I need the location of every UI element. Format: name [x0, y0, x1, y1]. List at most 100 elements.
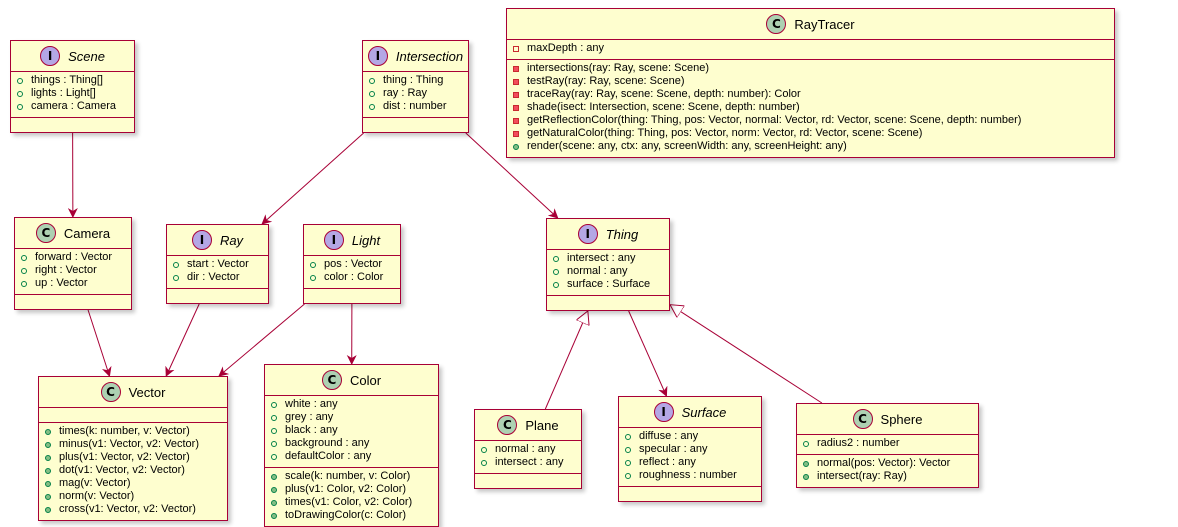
public-visibility-icon: [21, 268, 31, 274]
public-visibility-icon: [369, 78, 379, 84]
method-row: render(scene: any, ctx: any, screenWidth…: [513, 140, 1108, 153]
field-signature: dist : number: [383, 100, 447, 113]
field-row: surface : Surface: [553, 278, 663, 291]
camera-name: Camera: [64, 226, 110, 241]
field-signature: surface : Surface: [567, 278, 650, 291]
method-row: getNaturalColor(thing: Thing, pos: Vecto…: [513, 127, 1108, 140]
vector-methods-section: times(k: number, v: Vector)minus(v1: Vec…: [39, 422, 227, 520]
field-signature: normal : any: [495, 443, 556, 456]
method-row: traceRay(ray: Ray, scene: Scene, depth: …: [513, 88, 1108, 101]
field-row: normal : any: [481, 443, 575, 456]
public-visibility-icon: [45, 507, 55, 513]
method-signature: getNaturalColor(thing: Thing, pos: Vecto…: [527, 127, 922, 140]
public-visibility-icon: [271, 454, 281, 460]
color-methods-section: scale(k: number, v: Color)plus(v1: Color…: [265, 467, 438, 526]
class-stereotype-icon: C: [766, 14, 786, 34]
field-signature: forward : Vector: [35, 251, 112, 264]
public-visibility-icon: [625, 447, 635, 453]
public-visibility-icon: [271, 428, 281, 434]
method-row: scale(k: number, v: Color): [271, 470, 432, 483]
public-visibility-icon: [17, 91, 27, 97]
field-row: grey : any: [271, 411, 432, 424]
class-stereotype-icon: C: [853, 409, 873, 429]
field-signature: defaultColor : any: [285, 450, 371, 463]
raytracer-name: RayTracer: [794, 17, 854, 32]
method-signature: times(v1: Color, v2: Color): [285, 496, 412, 509]
field-row: diffuse : any: [625, 430, 755, 443]
private-visibility-icon: [513, 118, 523, 124]
public-visibility-icon: [45, 455, 55, 461]
public-visibility-icon: [173, 275, 183, 281]
field-signature: things : Thing[]: [31, 74, 103, 87]
public-visibility-icon: [173, 262, 183, 268]
light-name: Light: [352, 233, 380, 248]
method-signature: minus(v1: Vector, v2: Vector): [59, 438, 199, 451]
field-signature: camera : Camera: [31, 100, 116, 113]
public-visibility-icon: [369, 91, 379, 97]
surface-name: Surface: [682, 405, 727, 420]
field-row: lights : Light[]: [17, 87, 128, 100]
public-visibility-icon: [803, 474, 813, 480]
field-signature: dir : Vector: [187, 271, 240, 284]
method-signature: plus(v1: Vector, v2: Vector): [59, 451, 190, 464]
public-visibility-icon: [45, 429, 55, 435]
plane-methods-section: [475, 473, 581, 488]
scene-name: Scene: [68, 49, 105, 64]
field-signature: roughness : number: [639, 469, 737, 482]
field-row: radius2 : number: [803, 437, 972, 450]
public-visibility-icon: [271, 474, 281, 480]
method-signature: dot(v1: Vector, v2: Vector): [59, 464, 185, 477]
scene-fields-section: things : Thing[]lights : Light[]camera :…: [11, 71, 134, 117]
intersection-name: Intersection: [396, 49, 463, 64]
public-visibility-icon: [21, 281, 31, 287]
method-signature: plus(v1: Color, v2: Color): [285, 483, 406, 496]
plane-name: Plane: [525, 418, 558, 433]
method-signature: intersections(ray: Ray, scene: Scene): [527, 62, 709, 75]
field-row: color : Color: [310, 271, 394, 284]
method-signature: cross(v1: Vector, v2: Vector): [59, 503, 196, 516]
method-row: intersections(ray: Ray, scene: Scene): [513, 62, 1108, 75]
raytracer-fields-section: maxDepth : any: [507, 39, 1114, 59]
method-signature: scale(k: number, v: Color): [285, 470, 410, 483]
field-row: normal : any: [553, 265, 663, 278]
field-signature: intersect : any: [567, 252, 635, 265]
sphere-fields-section: radius2 : number: [797, 434, 978, 454]
public-visibility-icon: [271, 500, 281, 506]
field-signature: thing : Thing: [383, 74, 443, 87]
method-signature: normal(pos: Vector): Vector: [817, 457, 950, 470]
interface-stereotype-icon: I: [578, 224, 598, 244]
field-signature: background : any: [285, 437, 369, 450]
field-row: right : Vector: [21, 264, 125, 277]
field-row: white : any: [271, 398, 432, 411]
method-row: times(v1: Color, v2: Color): [271, 496, 432, 509]
field-signature: diffuse : any: [639, 430, 698, 443]
class-stereotype-icon: C: [101, 382, 121, 402]
public-visibility-icon: [553, 256, 563, 262]
class-stereotype-icon: C: [322, 370, 342, 390]
method-signature: mag(v: Vector): [59, 477, 131, 490]
camera-methods-section: [15, 294, 131, 309]
raytracer-class-box[interactable]: C RayTracer maxDepth : any intersections(ra…: [506, 8, 1115, 158]
public-visibility-icon: [369, 104, 379, 110]
public-visibility-icon: [481, 460, 491, 466]
